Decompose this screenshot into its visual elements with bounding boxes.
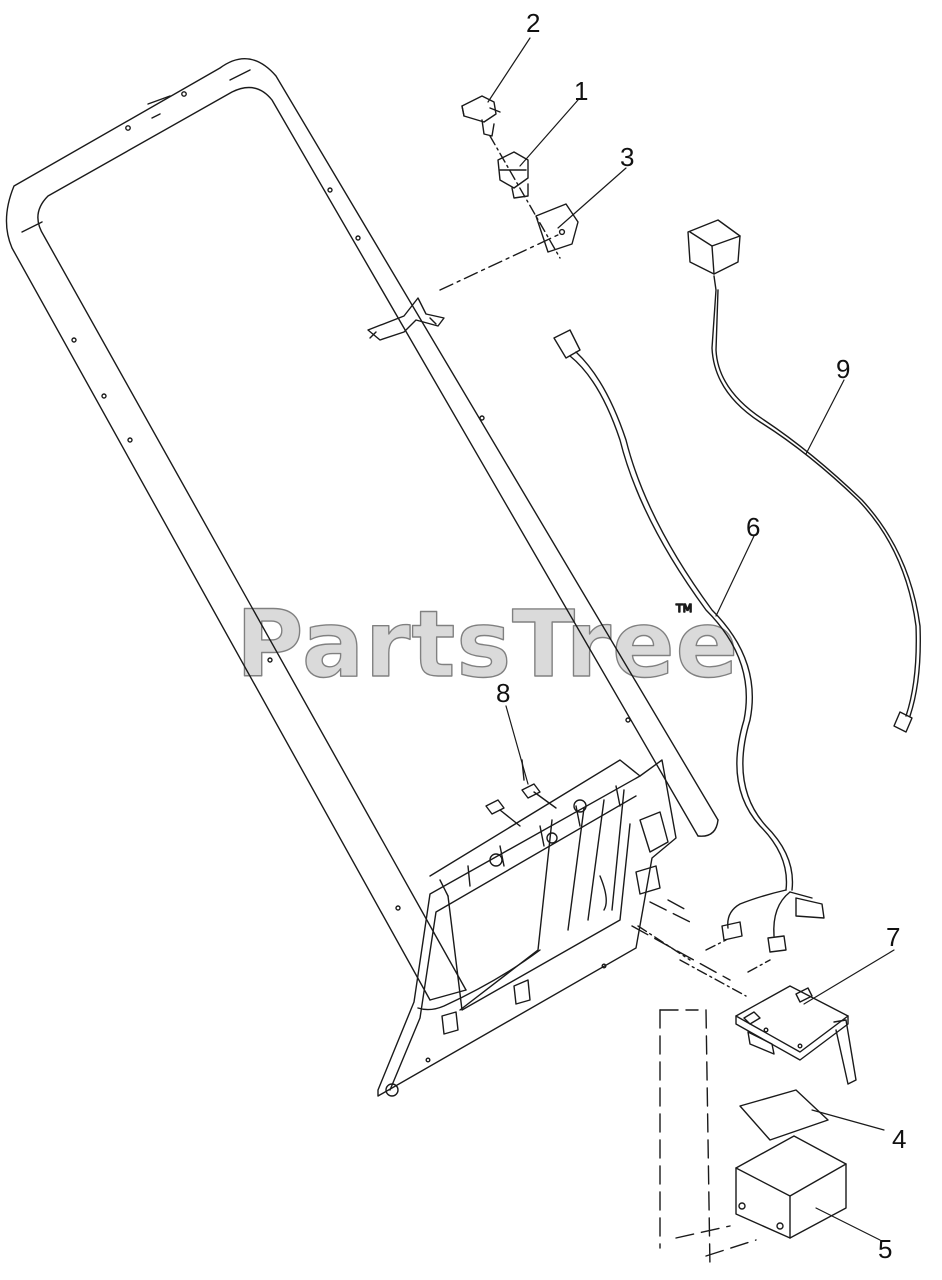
callout-9: 9 — [836, 354, 850, 384]
circuit-board — [735, 985, 857, 1085]
switch-body — [497, 151, 529, 199]
key-switch — [461, 95, 501, 137]
callout-1: 1 — [574, 76, 588, 106]
battery-pad — [739, 1089, 829, 1141]
callout-7: 7 — [886, 922, 900, 952]
callout-5: 5 — [878, 1234, 892, 1264]
lower-tray — [377, 759, 677, 1097]
handle-frame — [5, 58, 719, 1001]
callout-2: 2 — [526, 8, 540, 38]
charger-assembly — [687, 219, 921, 733]
assembly-guide-lines — [631, 899, 757, 1269]
callouts: 2 1 3 9 6 8 7 4 5 — [496, 8, 906, 1264]
callout-6: 6 — [746, 512, 760, 542]
mounting-plate — [535, 203, 579, 253]
callout-4: 4 — [892, 1124, 906, 1154]
screws — [485, 759, 557, 827]
alignment-line-switch — [489, 135, 561, 259]
watermark: PartsTree TM — [235, 590, 739, 698]
wiring-harness — [553, 329, 825, 953]
callout-3: 3 — [620, 142, 634, 172]
watermark-trademark: TM — [675, 602, 692, 615]
alignment-line-bracket — [439, 233, 561, 291]
callout-8: 8 — [496, 678, 510, 708]
callout-leaders — [487, 37, 895, 1241]
upper-bracket — [367, 297, 445, 341]
battery — [735, 1135, 847, 1239]
watermark-text: PartsTree — [236, 591, 739, 698]
dash-dot-guides — [637, 925, 771, 997]
